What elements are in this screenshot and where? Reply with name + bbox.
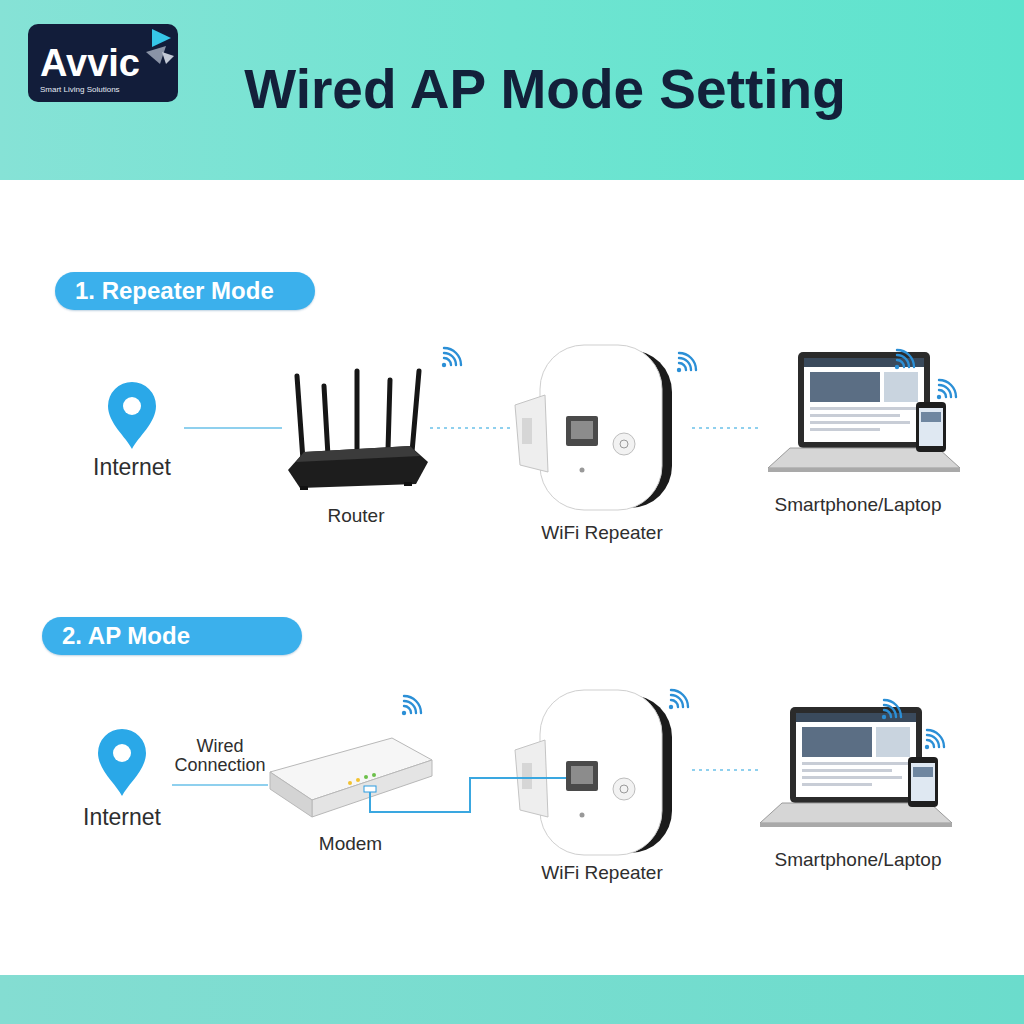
page-title: Wired AP Mode Setting — [190, 58, 900, 121]
node-label: Router — [327, 505, 384, 528]
node-sublabel: Smart Living Solutions — [40, 86, 178, 95]
location-pin — [98, 729, 146, 796]
node-label: Smartphone/Laptop — [775, 849, 942, 872]
repeater-illustration — [515, 690, 672, 855]
node-label: Internet — [93, 454, 171, 482]
internet-node: Internet — [72, 728, 172, 832]
section-pill: 2. AP Mode — [42, 617, 302, 655]
modem-illustration — [270, 738, 432, 817]
ethernet-cable — [512, 777, 566, 779]
router-illustration — [288, 371, 428, 490]
logo-plate — [28, 24, 178, 102]
wifi-signal-icon — [895, 350, 914, 369]
brand-logo: AvvicSmart Living Solutions — [28, 24, 178, 102]
repeater-node: WiFi Repeater — [512, 340, 692, 545]
node-label: WiFi Repeater — [541, 522, 662, 545]
section-pill: 1. Repeater Mode — [55, 272, 315, 310]
edge-label: Wired Connection — [165, 737, 275, 775]
modem-node: Modem — [268, 728, 433, 856]
footer-band — [0, 975, 1024, 1024]
wifi-signal-icon — [937, 380, 956, 399]
wired-link — [433, 778, 512, 812]
node-label: Avvic — [40, 44, 178, 82]
laptop-phone-illustration — [760, 707, 952, 827]
internet-node: Internet — [80, 382, 184, 482]
node-label: 1. Repeater Mode — [75, 272, 315, 310]
wifi-signal-icon — [669, 690, 688, 709]
client-node: Smartphone/Laptop — [758, 700, 958, 872]
wifi-signal-icon — [677, 353, 696, 372]
wireless-link — [430, 427, 512, 429]
wireless-link — [692, 769, 758, 771]
node-label: 2. AP Mode — [62, 617, 302, 655]
node-label: Smartphone/Laptop — [775, 494, 942, 517]
laptop-phone-illustration — [768, 352, 960, 472]
router-node: Router — [282, 360, 430, 528]
wifi-signal-icon — [925, 730, 944, 749]
location-pin — [108, 382, 156, 449]
repeater-illustration — [515, 345, 672, 510]
node-label: Modem — [319, 833, 382, 856]
wifi-signal-icon — [402, 696, 421, 715]
wired-link — [172, 784, 268, 786]
wifi-signal-icon — [442, 348, 461, 367]
node-label: WiFi Repeater — [541, 862, 662, 885]
ethernet-cable — [370, 792, 433, 812]
repeater-node: WiFi Repeater — [512, 685, 692, 885]
wifi-signal-icon — [882, 700, 901, 719]
wireless-link — [692, 427, 758, 429]
edge-label-holder: Wired Connection — [165, 737, 275, 775]
wired-link — [184, 427, 282, 429]
client-node: Smartphone/Laptop — [758, 345, 958, 517]
node-label: Internet — [83, 804, 161, 832]
